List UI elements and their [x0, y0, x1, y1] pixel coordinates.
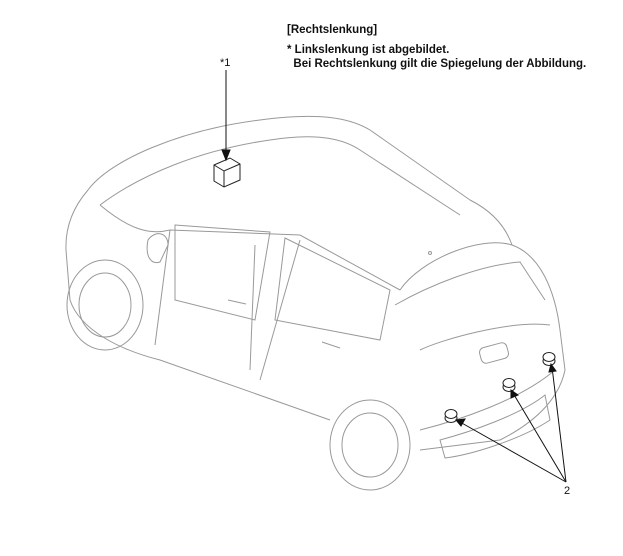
control-module: [213, 157, 241, 188]
callout-label-sensors: 2: [564, 485, 571, 497]
sensor-center: [502, 378, 516, 392]
roof-outline: [87, 115, 513, 246]
diagram-title: [Rechtslenkung]: [287, 24, 378, 36]
note-line-2: Bei Rechtslenkung gilt die Spiegelung de…: [287, 58, 587, 70]
callout-arrow-module: [221, 70, 231, 162]
parking-sensors: [444, 352, 556, 423]
callout-label-module: *1: [220, 57, 231, 69]
callout-arrows-sensors: [455, 362, 567, 483]
note-line-1: * Linkslenkung ist abgebildet.: [287, 44, 450, 56]
sensor-left: [444, 409, 458, 423]
sensor-right: [542, 352, 556, 366]
